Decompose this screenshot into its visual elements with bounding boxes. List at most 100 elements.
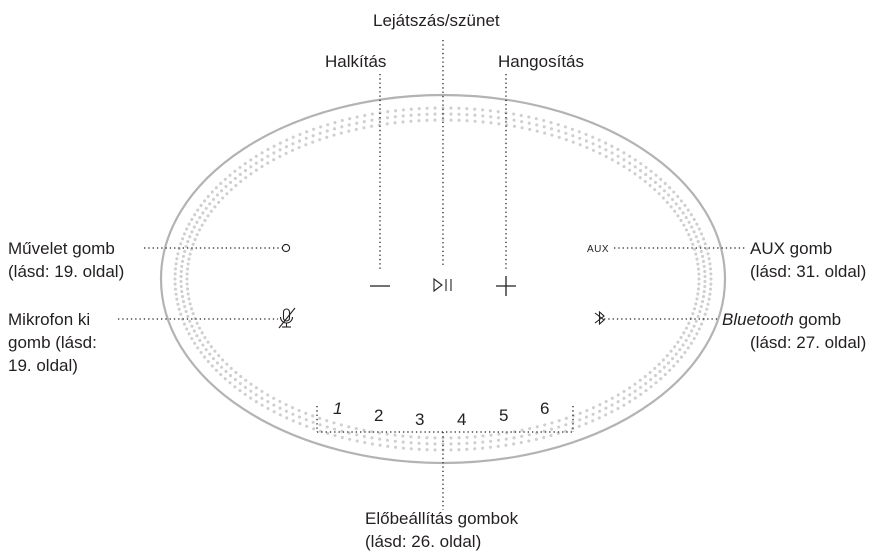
- grille-dot: [318, 423, 322, 427]
- grille-dot: [698, 244, 702, 249]
- grille-dot: [692, 324, 696, 328]
- action-circle-icon[interactable]: [281, 243, 291, 253]
- bluetooth-icon[interactable]: [594, 310, 605, 326]
- play-pause-icon[interactable]: [433, 277, 452, 293]
- grille-dot: [550, 133, 554, 137]
- grille-dot: [684, 338, 688, 342]
- grille-dot: [496, 438, 501, 442]
- grille-dot: [174, 292, 178, 296]
- grille-dot: [481, 446, 485, 450]
- grille-dot: [644, 172, 648, 176]
- preset-button-2[interactable]: 2: [374, 406, 383, 425]
- preset-button-3[interactable]: 3: [415, 410, 424, 429]
- grille-dot: [679, 218, 683, 223]
- grille-dot: [260, 158, 264, 162]
- grille-dot: [291, 142, 295, 146]
- preset-button-1[interactable]: 1: [333, 399, 342, 418]
- grille-dot: [658, 369, 662, 374]
- grille-dot: [542, 118, 546, 123]
- grille-dot: [622, 151, 626, 155]
- grille-dot: [318, 131, 322, 135]
- grille-dot: [489, 121, 493, 125]
- grille-dot: [266, 147, 270, 152]
- grille-dot: [206, 340, 210, 344]
- grille-dot: [449, 112, 453, 116]
- grille-dot: [425, 442, 429, 446]
- grille-dot: [585, 408, 589, 413]
- grille-dot: [667, 361, 671, 365]
- grille-dot: [254, 168, 258, 172]
- grille-dot: [243, 162, 247, 166]
- grille-dot: [179, 279, 183, 284]
- grille-dot: [584, 415, 589, 419]
- grille-dot: [191, 242, 195, 246]
- grille-dot: [187, 257, 191, 261]
- volume-up-icon[interactable]: [496, 276, 516, 296]
- grille-dot: [203, 218, 207, 223]
- aux-icon[interactable]: AUX: [587, 244, 609, 255]
- grille-dot: [297, 408, 301, 413]
- grille-dot: [266, 393, 270, 397]
- grille-dot: [254, 393, 258, 397]
- grille-dot: [197, 228, 202, 232]
- grille-dot: [272, 158, 276, 162]
- grille-dot: [700, 300, 705, 304]
- grille-dot: [401, 440, 405, 444]
- grille-dot: [703, 312, 707, 316]
- grille-dot: [203, 335, 207, 340]
- grille-dot: [457, 442, 461, 446]
- grille-dot: [187, 332, 191, 336]
- grille-dot: [192, 329, 196, 333]
- grille-dot: [213, 349, 217, 353]
- grille-dot: [449, 106, 453, 110]
- grille-dot: [644, 389, 648, 393]
- grille-dot: [682, 223, 686, 227]
- grille-dot: [449, 118, 453, 122]
- grille-dot: [219, 372, 223, 377]
- grille-dot: [190, 217, 194, 222]
- grille-dot: [425, 112, 429, 116]
- grille-dot: [667, 193, 671, 197]
- grille-dot: [179, 312, 183, 316]
- grille-dot: [417, 119, 421, 123]
- grille-dot: [201, 211, 205, 215]
- grille-dot: [284, 409, 288, 413]
- grille-dot: [179, 274, 183, 279]
- grille-dot: [597, 416, 601, 420]
- grille-dot: [549, 433, 553, 438]
- grille-dot: [312, 427, 316, 431]
- grille-dot: [692, 247, 697, 251]
- grille-dot: [616, 154, 620, 158]
- grille-dot: [690, 225, 694, 229]
- grille-dot: [238, 165, 242, 169]
- preset-button-4[interactable]: 4: [457, 410, 466, 429]
- grille-dot: [473, 119, 477, 123]
- grille-dot: [362, 120, 366, 124]
- grille-dot: [473, 435, 477, 439]
- grille-dot: [481, 108, 485, 112]
- grille-dot: [210, 190, 214, 194]
- mic-off-icon[interactable]: [278, 307, 296, 329]
- grille-dot: [200, 223, 204, 227]
- grille-dot: [709, 272, 713, 276]
- grille-dot: [284, 145, 288, 149]
- grille-dot: [681, 343, 685, 347]
- grille-dot: [198, 338, 202, 342]
- grille-dot: [578, 418, 582, 422]
- label-presets-line1: Előbeállítás gombok: [365, 509, 519, 528]
- grille-dot: [577, 424, 581, 428]
- preset-button-6[interactable]: 6: [540, 399, 549, 418]
- grille-dot: [473, 447, 477, 451]
- grille-dot: [684, 216, 688, 220]
- grille-dot: [243, 385, 248, 389]
- grille-dot: [549, 120, 553, 125]
- grille-dot: [176, 252, 180, 256]
- grille-dot: [417, 441, 421, 445]
- grille-dot: [648, 183, 652, 188]
- grille-dot: [196, 208, 200, 212]
- grille-dot: [272, 396, 276, 400]
- preset-button-5[interactable]: 5: [499, 406, 508, 425]
- grille-dot: [708, 292, 712, 296]
- grille-dot: [528, 127, 532, 131]
- grille-dot: [661, 196, 665, 200]
